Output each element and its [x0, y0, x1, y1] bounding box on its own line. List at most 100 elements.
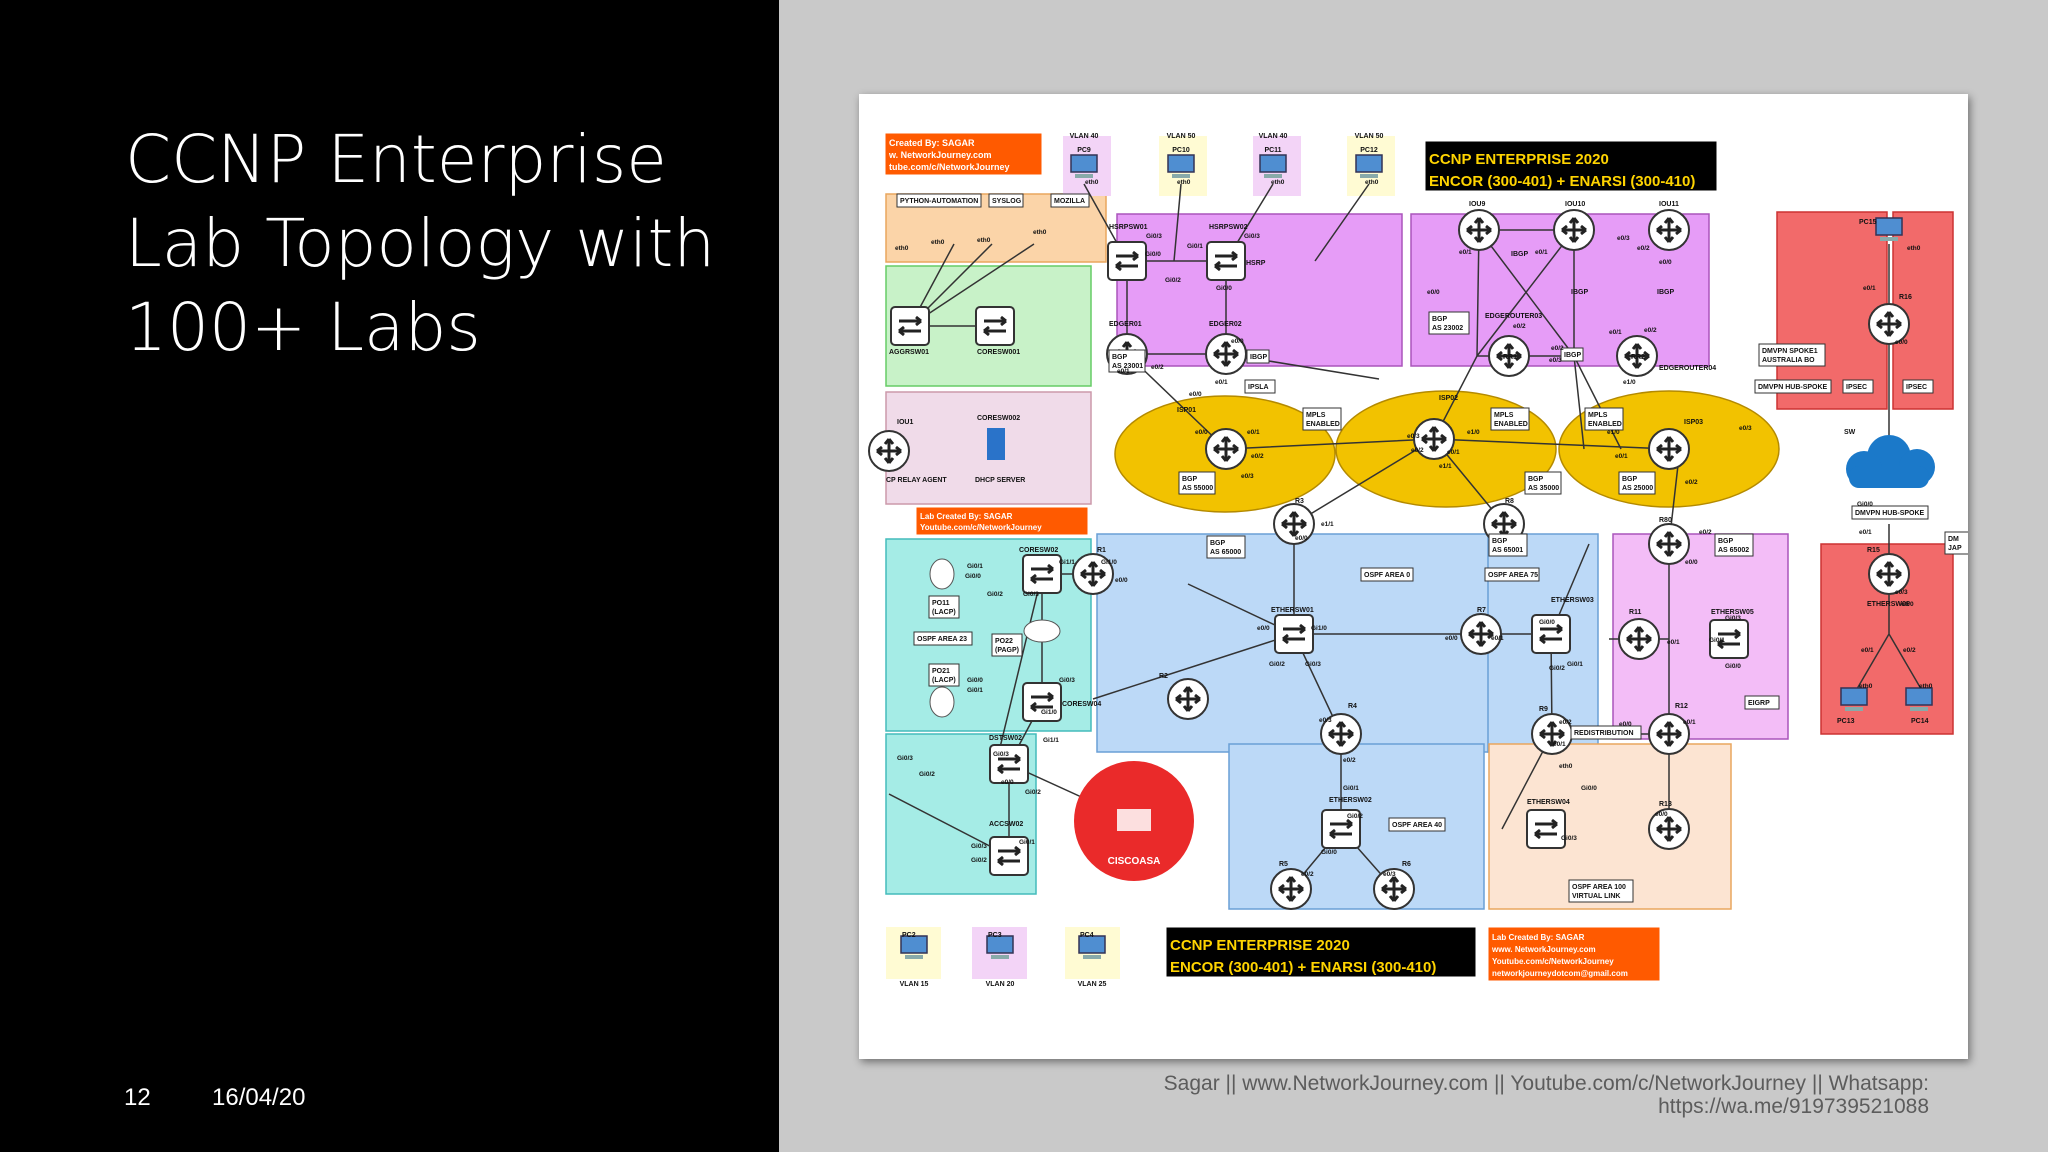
- slide-number: 12: [124, 1084, 151, 1111]
- isp01-router: [1204, 427, 1248, 471]
- mpls-label: MPLS: [1306, 412, 1326, 419]
- interface-label: e1/0: [1467, 429, 1480, 436]
- ethersw04-switch: [1525, 808, 1567, 850]
- bgp-23002-box: [1428, 311, 1470, 335]
- slide-left-panel: CCNP Enterprise Lab Topology with 100+ L…: [0, 0, 779, 1152]
- dmvpn-hub-spoke-label-box: [1851, 505, 1929, 520]
- bgp-65000: BGP: [1210, 540, 1226, 547]
- ipsla-label: IPSLA: [1248, 384, 1269, 391]
- r16-router: [1867, 302, 1911, 346]
- banner-top: CCNP ENTERPRISE 2020: [1429, 151, 1609, 168]
- bgp-23001-box: [1108, 349, 1146, 373]
- mpls-label: MPLS: [1588, 412, 1608, 419]
- device-label-coresw001: CORESW001: [977, 349, 1020, 356]
- interface-label: Gi0/0: [1539, 619, 1555, 626]
- device-label-r4: R4: [1348, 703, 1357, 710]
- device-label-r12: R12: [1675, 703, 1688, 710]
- bgp-65001-box: [1488, 533, 1528, 557]
- po11-label: (LACP): [932, 609, 956, 616]
- device-label-ethersw05: ETHERSW05: [1711, 609, 1754, 616]
- po21-label: PO21: [932, 668, 950, 675]
- interface-label: e0/2: [1559, 719, 1572, 726]
- ospf-area-40-label: OSPF AREA 40: [1392, 822, 1442, 829]
- interface-label: e0/1: [1609, 329, 1622, 336]
- interface-label: Gi0/2: [919, 771, 935, 778]
- pc-label: PC3: [988, 932, 1002, 939]
- ospf-area-75-label-box: [1484, 567, 1540, 582]
- interface-label: e0/1: [1667, 639, 1680, 646]
- dm-label-box: [1944, 531, 1968, 555]
- eigrp-label: EIGRP: [1748, 700, 1770, 707]
- device-label-isp03: ISP03: [1684, 419, 1703, 426]
- service-label: MOZILLA: [1054, 198, 1085, 205]
- iou10-router: [1552, 208, 1596, 252]
- device-label-r16: R16: [1899, 294, 1912, 301]
- bgp-35000: AS 35000: [1528, 485, 1559, 492]
- interface-label: e0/0: [1659, 259, 1672, 266]
- interface-label: Gi0/2: [1269, 661, 1285, 668]
- interface-label: Gi1/1: [1059, 559, 1075, 566]
- device-label-r7: R7: [1477, 607, 1486, 614]
- device-label-pc15: PC15: [1859, 219, 1877, 226]
- interface-label: eth0: [1271, 179, 1285, 186]
- service-label: PYTHON-AUTOMATION: [900, 198, 978, 205]
- device-label-ethersw04: ETHERSW04: [1527, 799, 1570, 806]
- interface-label: e0/1: [1491, 635, 1504, 642]
- r2-router: [1166, 677, 1210, 721]
- device-label-pc14: PC14: [1911, 718, 1929, 725]
- interface-label: eth0: [1907, 245, 1921, 252]
- interface-label: e0/0: [1901, 601, 1914, 608]
- po11-label-box: [928, 595, 960, 619]
- dmvpn-hub-spoke-label: DMVPN HUB-SPOKE: [1758, 384, 1828, 391]
- ipsec-label-box: [1842, 379, 1874, 394]
- device-label-isp02: ISP02: [1439, 395, 1458, 402]
- interface-label: eth0: [895, 245, 909, 252]
- mpls-label-box: [1302, 407, 1342, 431]
- device-label-hsrp: HSRP: [1246, 260, 1266, 267]
- banner-top-box: [1425, 141, 1717, 191]
- dmvpn-hub-spoke-label: DMVPN HUB-SPOKE: [1855, 510, 1925, 517]
- interface-label: e0/0: [1619, 721, 1632, 728]
- redistribution-label-box: [1570, 725, 1642, 740]
- interface-label: Gi0/1: [1019, 839, 1035, 846]
- pc-label: PC2: [902, 932, 916, 939]
- interface-label: e0/3: [1319, 717, 1332, 724]
- banner-bottom-box: [1166, 927, 1476, 977]
- banner-bottom: ENCOR (300-401) + ENARSI (300-410): [1170, 959, 1436, 976]
- interface-label: Gi0/3: [1059, 677, 1075, 684]
- credit-top: w. NetworkJourney.com: [888, 150, 992, 160]
- dmvpn-area-1: [1776, 211, 1888, 410]
- ipsec-label-box: [1902, 379, 1934, 394]
- device-label-edger01: EDGER01: [1109, 321, 1142, 328]
- iou1-router: [867, 429, 911, 473]
- bgp-65002: BGP: [1718, 538, 1734, 545]
- device-label-coresw002: CORESW002: [977, 415, 1020, 422]
- pc-label: PC12: [1360, 147, 1378, 154]
- mpls-label: MPLS: [1494, 412, 1514, 419]
- bgp-65001: BGP: [1492, 538, 1508, 545]
- vlan-label: VLAN 50: [1355, 133, 1384, 140]
- interface-label: e0/0: [1231, 338, 1244, 345]
- interface-label: e0/0: [1195, 429, 1208, 436]
- ibgp-label: IBGP: [1571, 289, 1588, 296]
- bgp-55000: BGP: [1182, 476, 1198, 483]
- pc-label: PC11: [1264, 147, 1281, 154]
- credit-top-box: [885, 133, 1042, 175]
- device-label-hsrpsw02: HSRPSW02: [1209, 224, 1248, 231]
- bgp-65000-box: [1206, 535, 1246, 559]
- interface-label: e0/0: [1445, 635, 1458, 642]
- interface-label: e0/1: [1683, 719, 1696, 726]
- device-label-hsrpsw01: HSRPSW01: [1109, 224, 1148, 231]
- credit-bottom: www. NetworkJourney.com: [1491, 945, 1596, 954]
- interface-label: e0/0: [1189, 391, 1202, 398]
- interface-label: e0/0: [1427, 289, 1440, 296]
- interface-label: Gi0/1: [967, 687, 983, 694]
- device-label-r80: R80: [1659, 517, 1672, 524]
- ospf-area-0-label-box: [1360, 567, 1414, 582]
- banner-bottom: CCNP ENTERPRISE 2020: [1170, 937, 1350, 954]
- interface-label: e0/3: [1241, 473, 1254, 480]
- device-label-r8: R8: [1505, 498, 1514, 505]
- po21-label-box: [928, 663, 960, 687]
- dmvpn-spoke-label: AUSTRALIA BO: [1762, 357, 1815, 364]
